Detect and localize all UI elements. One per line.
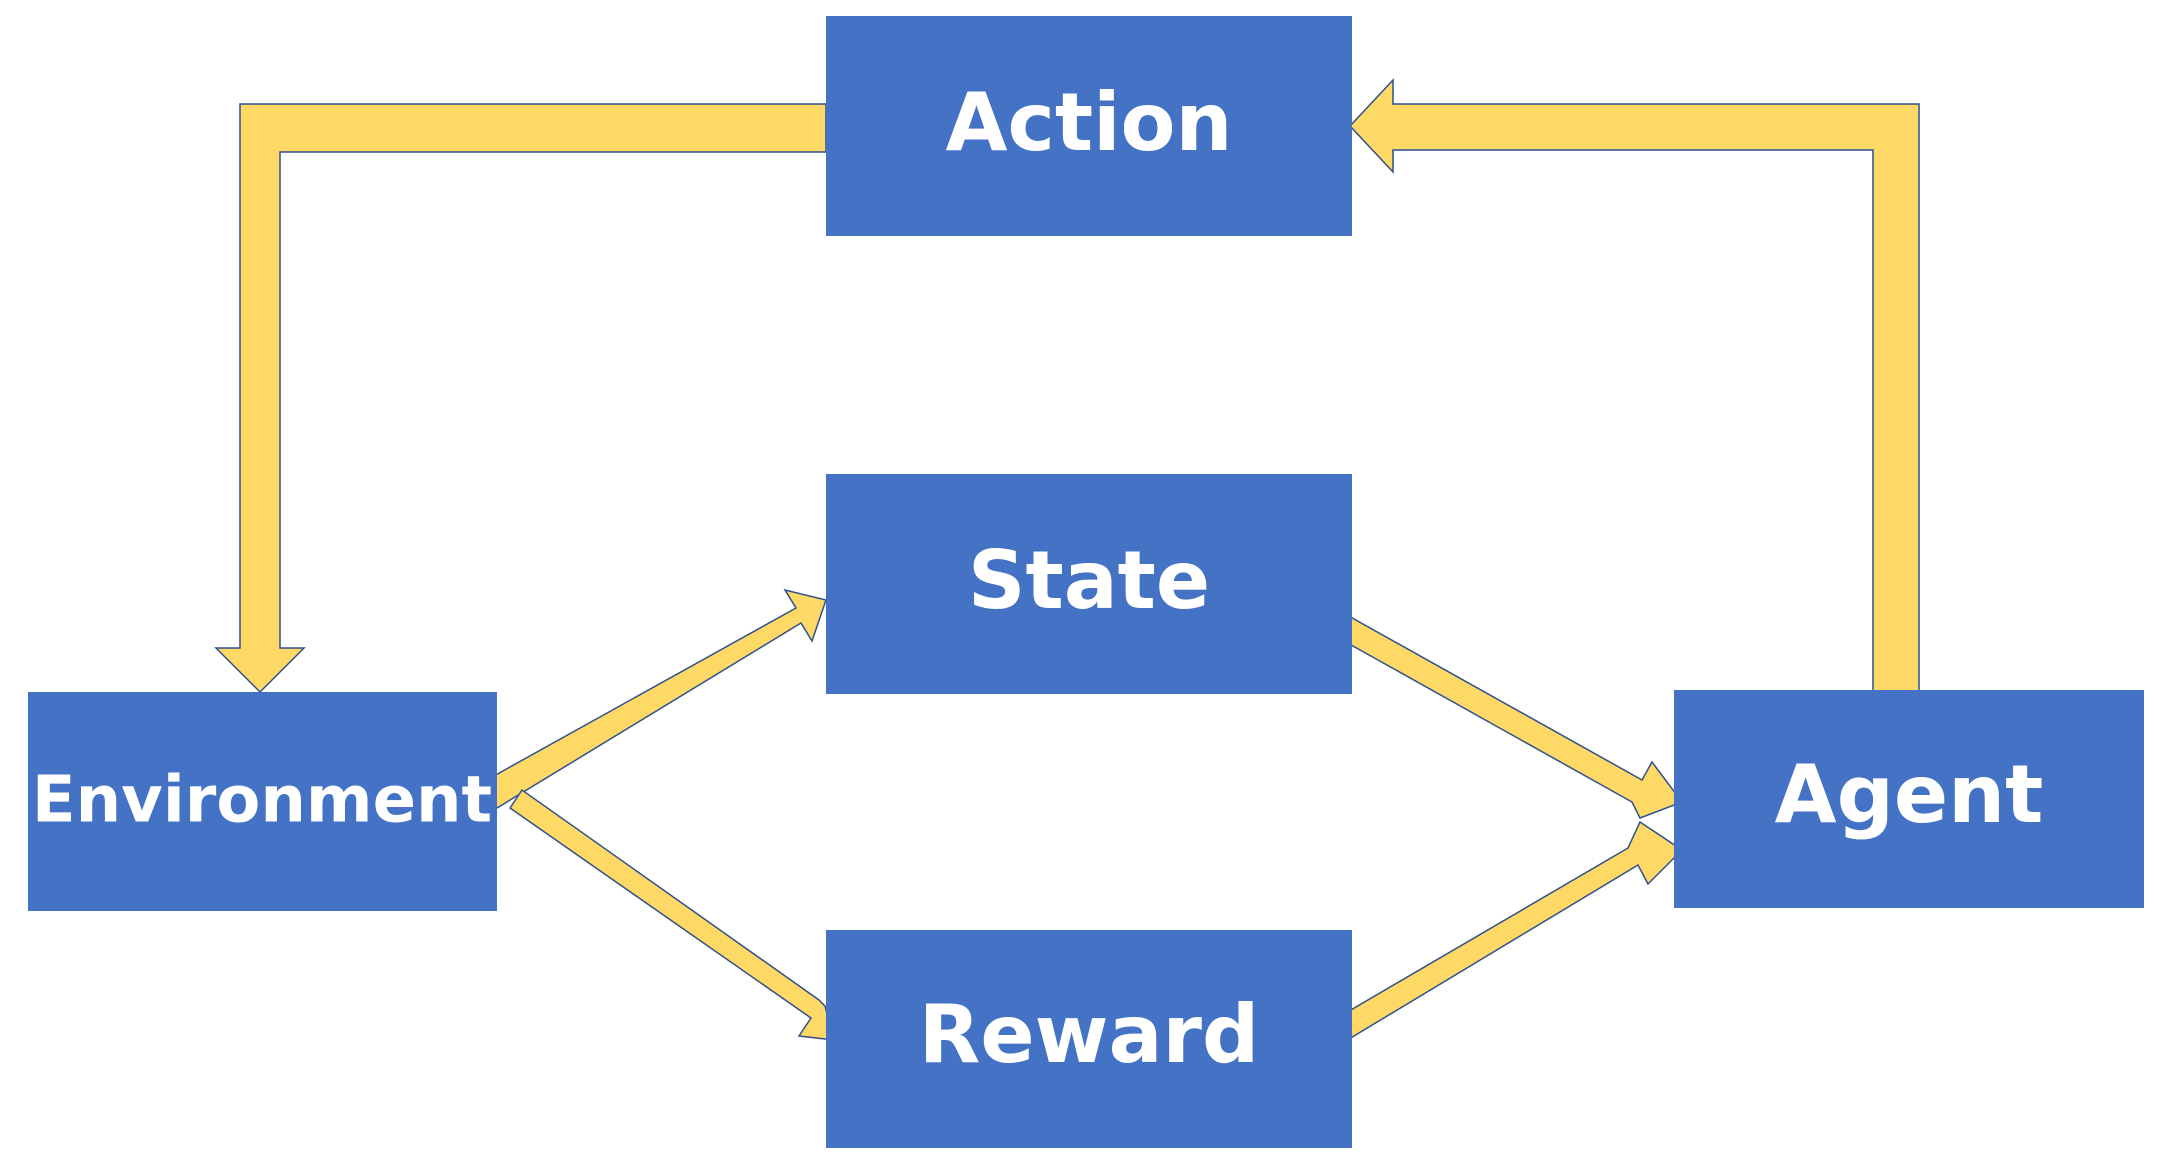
arrow-reward-to-agent bbox=[1318, 820, 1684, 1050]
node-environment: Environment bbox=[28, 692, 497, 911]
arrow-agent-to-action bbox=[1348, 78, 1920, 693]
node-state-box bbox=[826, 474, 1352, 694]
node-agent-label: Agent bbox=[1775, 748, 2044, 841]
node-action-label: Action bbox=[946, 76, 1233, 169]
node-action: Action bbox=[826, 16, 1352, 236]
arrow-environment-to-state bbox=[481, 588, 827, 810]
node-state: State bbox=[826, 474, 1352, 694]
node-environment-box bbox=[28, 692, 497, 911]
arrow-environment-to-reward bbox=[508, 788, 836, 1041]
node-agent-box bbox=[1674, 690, 2144, 908]
node-reward: Reward bbox=[826, 930, 1352, 1148]
node-reward-label: Reward bbox=[919, 988, 1259, 1081]
node-action-box bbox=[826, 16, 1352, 236]
node-environment-label: Environment bbox=[32, 764, 492, 838]
arrow-action-to-environment bbox=[214, 103, 827, 694]
node-agent: Agent bbox=[1674, 690, 2144, 908]
node-reward-box bbox=[826, 930, 1352, 1148]
node-state-label: State bbox=[968, 534, 1210, 627]
arrow-state-to-agent bbox=[1309, 598, 1684, 819]
